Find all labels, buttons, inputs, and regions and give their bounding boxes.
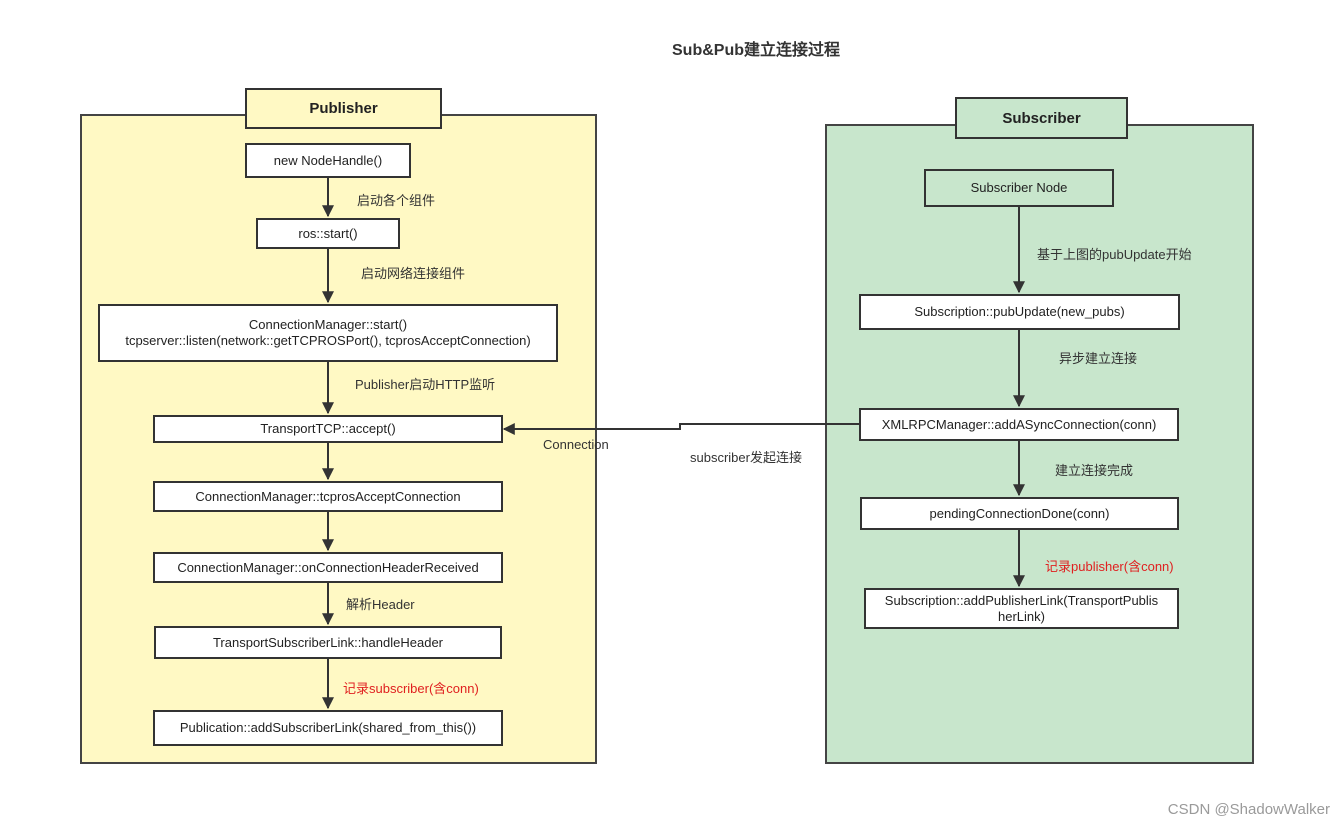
label-record-subscriber: 记录subscriber(含conn) — [343, 681, 479, 696]
subscriber-header: Subscriber — [955, 97, 1128, 139]
label-based-on-pubupdate: 基于上图的pubUpdate开始 — [1037, 247, 1192, 262]
node-ros-start: ros::start() — [256, 218, 400, 249]
label-connection: Connection — [543, 437, 609, 452]
node-publication-add-subscriber-link: Publication::addSubscriberLink(shared_fr… — [153, 710, 503, 746]
node-on-connection-header-received: ConnectionManager::onConnectionHeaderRec… — [153, 552, 503, 583]
publisher-header: Publisher — [245, 88, 442, 129]
label-start-network-components: 启动网络连接组件 — [361, 266, 466, 281]
node-tcpros-accept-connection: ConnectionManager::tcprosAcceptConnectio… — [153, 481, 503, 512]
label-connection-done: 建立连接完成 — [1055, 463, 1134, 478]
node-subscriber-node: Subscriber Node — [924, 169, 1114, 207]
node-subscription-add-publisher-link: Subscription::addPublisherLink(Transport… — [864, 588, 1179, 629]
label-publisher-http-listen: Publisher启动HTTP监听 — [355, 377, 496, 392]
label-subscriber-initiate: subscriber发起连接 — [690, 450, 802, 465]
cross-connection-arrow — [502, 423, 859, 435]
subscriber-panel — [825, 124, 1254, 764]
node-connectionmanager-start-line2: tcpserver::listen(network::getTCPROSPort… — [125, 333, 531, 348]
node-pending-connection-done: pendingConnectionDone(conn) — [860, 497, 1179, 530]
node-subscription-pubupdate: Subscription::pubUpdate(new_pubs) — [859, 294, 1180, 330]
node-connectionmanager-start-line1: ConnectionManager::start() — [248, 317, 408, 332]
node-transport-subscriber-link-handleheader: TransportSubscriberLink::handleHeader — [154, 626, 502, 659]
label-parse-header: 解析Header — [346, 597, 415, 612]
node-new-nodehandle: new NodeHandle() — [245, 143, 411, 178]
node-xmlrpc-add-async-connection: XMLRPCManager::addASyncConnection(conn) — [859, 408, 1179, 441]
node-connectionmanager-start: ConnectionManager::start() tcpserver::li… — [98, 304, 558, 362]
label-async-connect: 异步建立连接 — [1059, 351, 1138, 366]
watermark: CSDN @ShadowWalker — [1167, 801, 1330, 818]
label-record-publisher: 记录publisher(含conn) — [1045, 559, 1174, 574]
diagram-title: Sub&Pub建立连接过程 — [672, 42, 840, 59]
node-add-publisher-link-line2: herLink) — [998, 608, 1045, 624]
node-transporttcp-accept: TransportTCP::accept() — [153, 415, 503, 443]
label-start-components: 启动各个组件 — [357, 193, 436, 208]
node-add-publisher-link-line1: Subscription::addPublisherLink(Transport… — [884, 592, 1159, 608]
